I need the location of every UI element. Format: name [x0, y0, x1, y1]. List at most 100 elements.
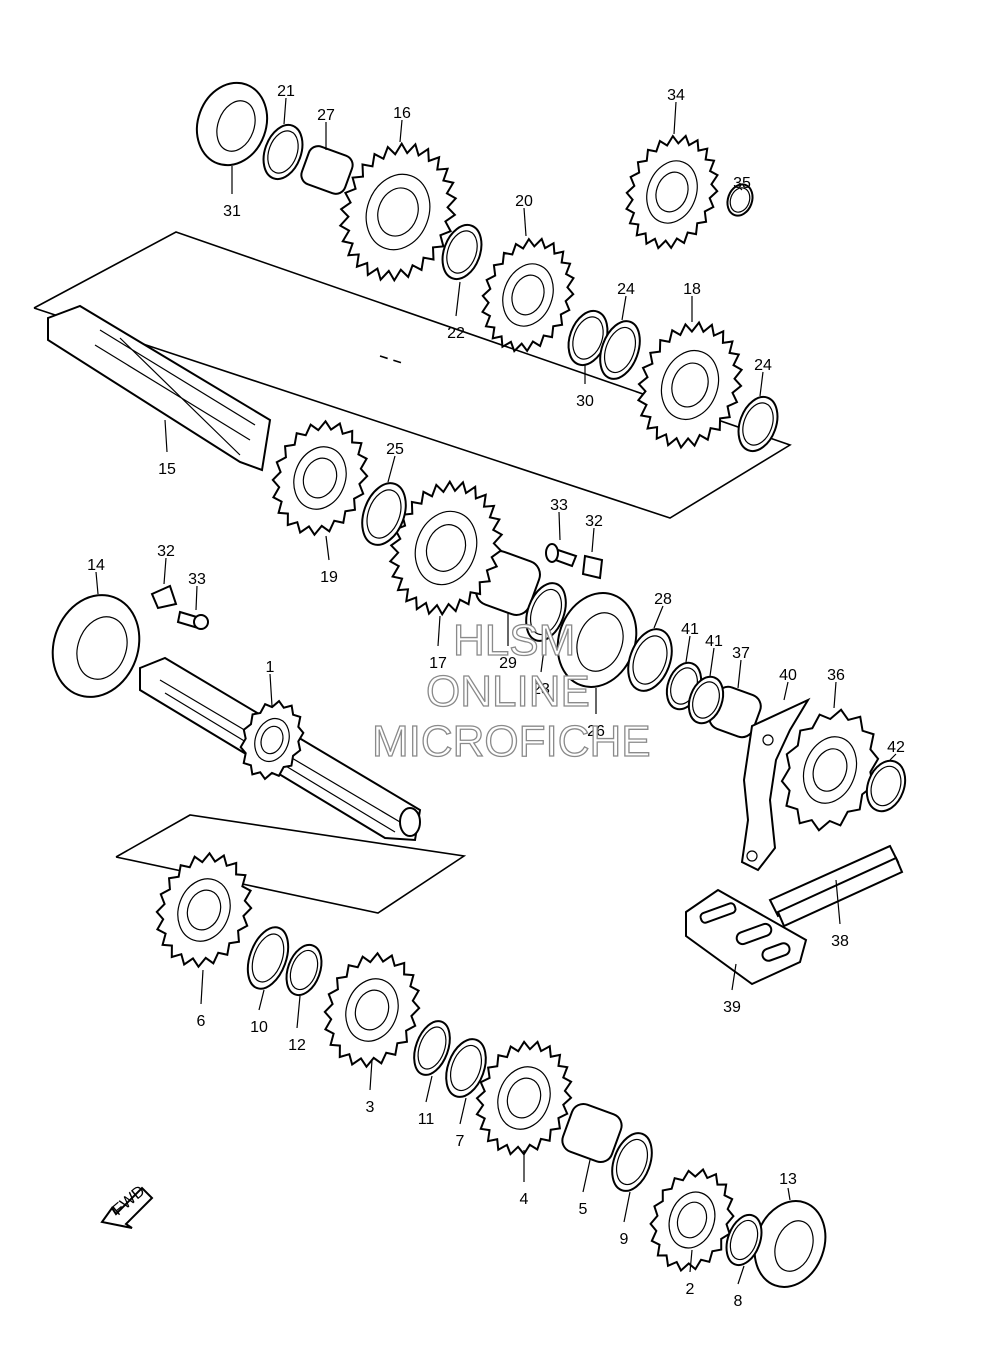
callout-number: 37: [732, 645, 750, 662]
callout-20: 20: [515, 193, 533, 237]
callout-4: 4: [520, 1150, 529, 1208]
callout-33: 33: [188, 571, 206, 611]
needle-bearing-27: [300, 145, 354, 195]
gear-1-pinion: [239, 699, 305, 781]
callout-21: 21: [277, 83, 295, 125]
callout-8: 8: [734, 1265, 745, 1310]
callout-number: 24: [617, 281, 635, 298]
callout-number: 27: [317, 107, 335, 124]
callout-number: 7: [456, 1133, 465, 1150]
callout-number: 2: [686, 1281, 695, 1298]
lock-plate-32-upper: [581, 554, 604, 580]
callout-27: 27: [317, 107, 335, 150]
washer-25: [361, 482, 407, 546]
callout-number: 22: [447, 325, 465, 342]
callout-40: 40: [779, 667, 797, 701]
callout-number: 17: [429, 655, 447, 672]
bearing-14: [51, 594, 141, 698]
callout-39: 39: [723, 963, 741, 1016]
circlip-12: [285, 943, 323, 997]
fwd-arrow: FWD: [100, 1183, 154, 1229]
callout-number: 3: [366, 1099, 375, 1116]
lower-gears-group-outline: [115, 814, 467, 914]
circlip-42: [865, 759, 907, 813]
callout-22: 22: [447, 281, 465, 342]
callout-number: 11: [418, 1111, 435, 1128]
callout-15: 15: [158, 419, 176, 478]
callout-14: 14: [87, 557, 105, 595]
callout-number: 41: [681, 621, 699, 638]
callout-number: 1: [266, 659, 275, 676]
upper-shaft-group-outline: [33, 231, 792, 519]
callout-19: 19: [320, 535, 338, 586]
gears-layer: [155, 134, 880, 1273]
callout-number: 32: [157, 543, 175, 560]
gear-6: [155, 851, 253, 969]
washer-22: [441, 223, 483, 281]
callout-number: 34: [667, 87, 685, 104]
callout-24: 24: [754, 357, 772, 397]
callout-17: 17: [429, 615, 447, 672]
callout-number: 8: [734, 1293, 743, 1310]
callout-number: 41: [705, 633, 723, 650]
callout-1: 1: [266, 659, 275, 707]
gear-18: [636, 320, 744, 450]
callout-11: 11: [418, 1075, 435, 1128]
callout-number: 39: [723, 999, 741, 1016]
callout-number: 36: [827, 667, 845, 684]
callout-number: 31: [223, 203, 241, 220]
callout-26: 26: [587, 688, 605, 740]
circlip-41-b: [687, 675, 725, 725]
callout-32: 32: [585, 513, 603, 553]
callout-number: 38: [831, 933, 849, 950]
callout-number: 35: [733, 175, 751, 192]
callout-10: 10: [250, 989, 268, 1036]
callout-number: 13: [779, 1171, 797, 1188]
drive-chain-38: [768, 844, 904, 928]
callout-number: 9: [620, 1231, 629, 1248]
washer-24-lower: [737, 395, 779, 453]
washer-7: [445, 1038, 487, 1098]
circlip-35: [726, 183, 754, 217]
needle-bearing-5: [561, 1102, 623, 1164]
callout-6: 6: [197, 969, 206, 1030]
callout-number: 29: [499, 655, 517, 672]
washer-21: [262, 123, 304, 181]
watermark-line3: MICROFICHE: [372, 717, 651, 766]
callout-23: 23: [532, 641, 550, 698]
washer-9: [611, 1132, 653, 1192]
callout-number: 32: [585, 513, 603, 530]
lock-plate-32-lower: [150, 584, 178, 610]
callout-9: 9: [620, 1191, 631, 1248]
washer-24-upper: [599, 320, 641, 380]
callout-16: 16: [393, 105, 411, 143]
watermark-line2: ONLINE: [426, 667, 590, 716]
callout-number: 10: [250, 1019, 268, 1036]
callout-number: 6: [197, 1013, 206, 1030]
callout-number: 33: [188, 571, 206, 588]
gear-2: [649, 1167, 735, 1273]
callout-number: 28: [654, 591, 672, 608]
callout-18: 18: [683, 281, 701, 322]
callout-30: 30: [576, 364, 594, 410]
callout-number: 42: [887, 739, 905, 756]
callout-31: 31: [223, 166, 241, 220]
callout-number: 23: [532, 681, 550, 698]
washer-10: [246, 926, 290, 990]
callout-33: 33: [550, 497, 568, 541]
callout-number: 16: [393, 105, 411, 122]
gear-3: [323, 951, 421, 1069]
callout-number: 30: [576, 393, 594, 410]
callout-3: 3: [366, 1059, 375, 1116]
chain-joint-kit-39: [685, 888, 808, 986]
callout-24: 24: [617, 281, 635, 321]
gear-16: [338, 141, 458, 283]
callout-number: 19: [320, 569, 338, 586]
callout-42: 42: [887, 739, 905, 761]
callout-38: 38: [831, 879, 849, 950]
callout-number: 21: [277, 83, 295, 100]
gear-4: [475, 1040, 573, 1156]
callout-12: 12: [288, 995, 306, 1054]
callout-layer: 1234567891011121314151617181920212223242…: [87, 83, 905, 1310]
